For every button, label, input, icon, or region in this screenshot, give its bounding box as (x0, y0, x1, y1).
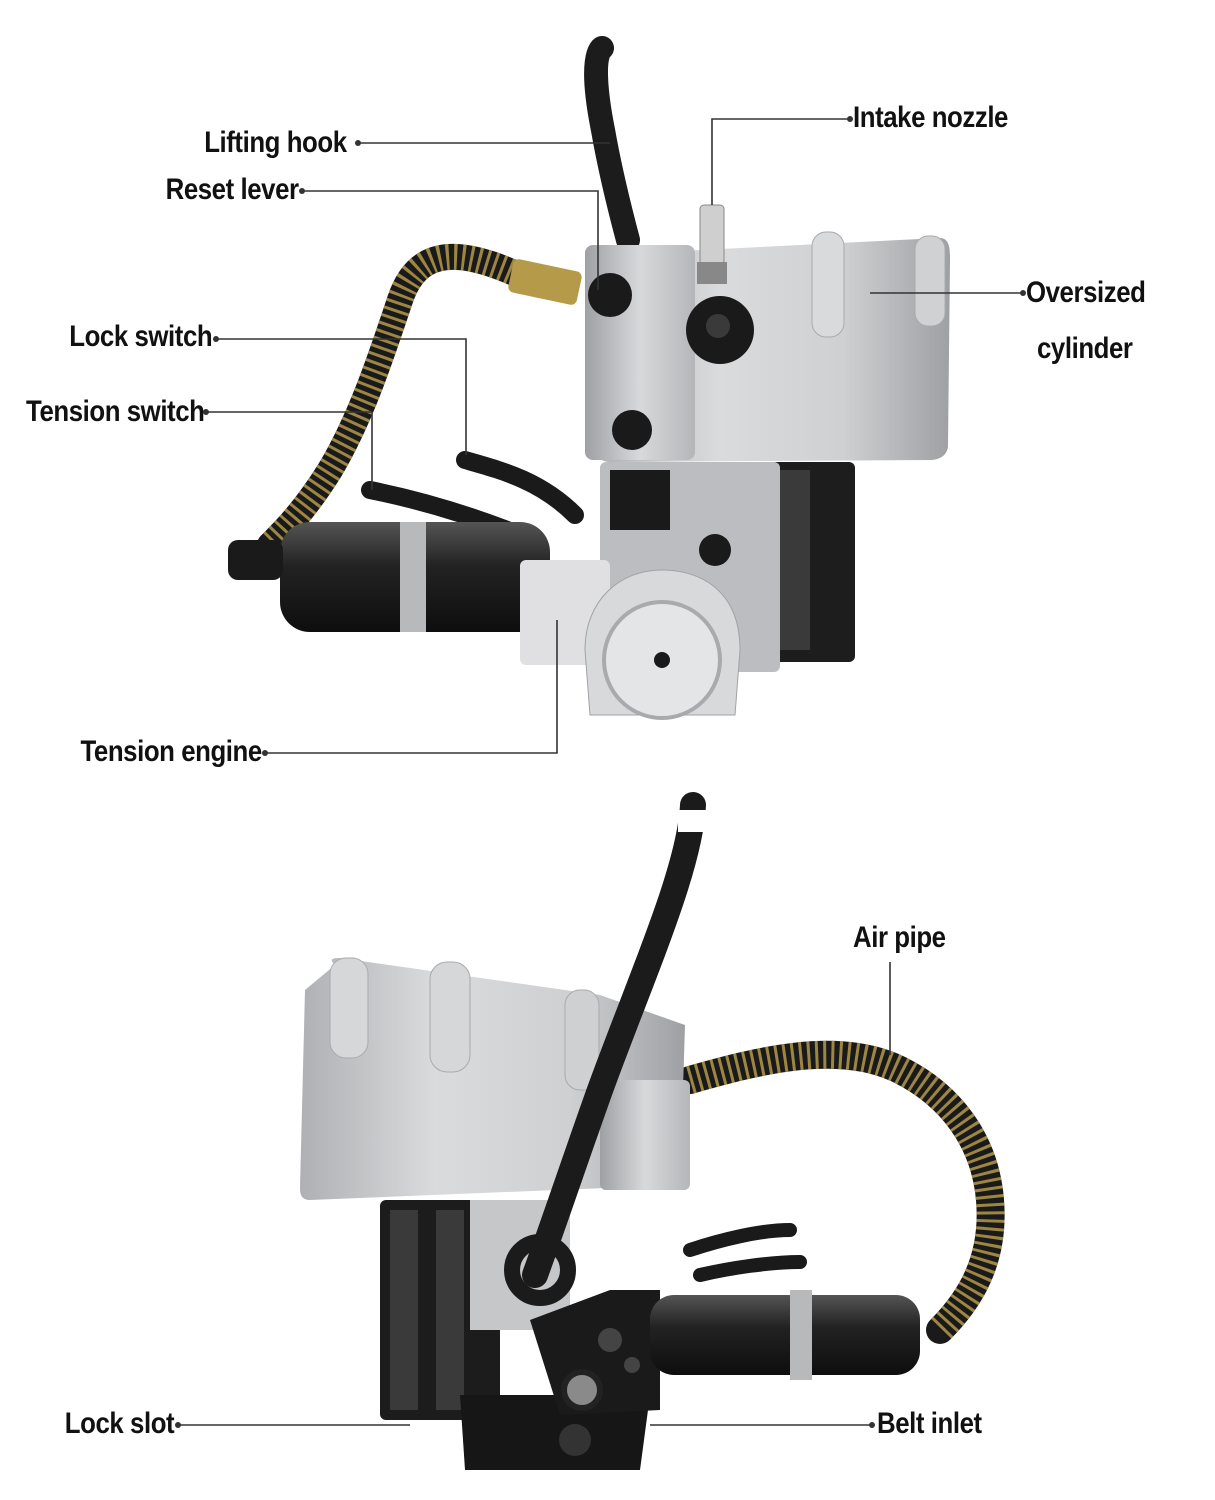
label-tension-switch: Tension switch (25, 395, 205, 428)
leader-lines (178, 118, 1023, 1426)
label-air-pipe: Air pipe (853, 921, 946, 954)
top-motor-cap (228, 540, 283, 580)
top-intake-nozzle (699, 204, 725, 266)
bottom-valve-block (600, 1080, 690, 1190)
top-lifting-hook (584, 36, 640, 252)
label-oversized-cylinder-line2: cylinder (1037, 332, 1133, 365)
top-hose-fitting (508, 259, 582, 305)
leader-lock-switch (216, 338, 467, 455)
bottom-base (460, 1395, 650, 1470)
top-air-pipe-spring (260, 243, 546, 555)
label-lock-switch: Lock switch (69, 320, 212, 353)
label-reset-lever: Reset lever (166, 173, 299, 206)
leader-reset-lever (302, 190, 599, 290)
label-intake-nozzle: Intake nozzle (853, 101, 1008, 134)
bottom-motor (650, 1295, 920, 1375)
top-reset-lever-knob (588, 273, 632, 317)
leader-dots (175, 116, 1026, 1428)
leader-intake-nozzle (711, 118, 850, 205)
bottom-hook-ring (504, 1234, 576, 1306)
label-tension-engine: Tension engine (80, 735, 263, 768)
bottom-belt-inlet-knob (561, 1369, 603, 1411)
label-belt-inlet: Belt inlet (877, 1407, 982, 1440)
top-lower-knob (612, 410, 652, 450)
bottom-machine-illustration (300, 792, 1005, 1470)
label-oversized-cylinder-line1: Oversized (1026, 276, 1146, 309)
top-gear-knob (699, 534, 731, 566)
bottom-lifting-hook (522, 792, 706, 1288)
label-lock-slot: Lock slot (64, 1407, 175, 1440)
top-cylinder-rib-1 (811, 231, 845, 338)
leader-tension-switch (206, 411, 373, 490)
top-cylinder-rib-2 (914, 235, 946, 327)
top-lock-switch-lever (456, 451, 584, 524)
top-machine-illustration (228, 36, 950, 720)
label-lifting-hook: Lifting hook (204, 126, 348, 159)
leader-tension-engine (265, 620, 558, 754)
